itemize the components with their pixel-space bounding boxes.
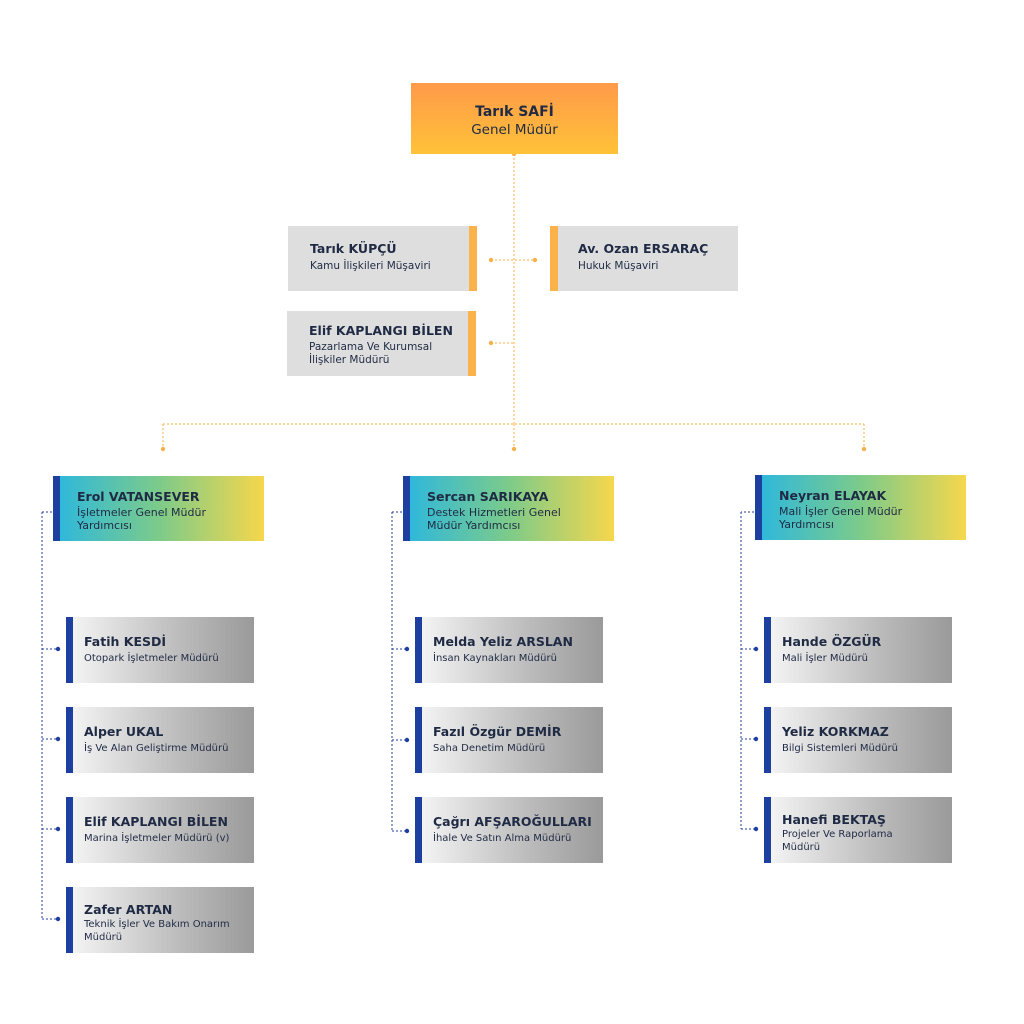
advisor-name: Elif KAPLANGI BİLEN: [309, 323, 453, 338]
accent-bar: [66, 797, 73, 863]
manager-box: Melda Yeliz ARSLAN İnsan Kaynakları Müdü…: [415, 617, 603, 683]
advisor-role: Hukuk Müşaviri: [578, 260, 659, 272]
manager-box: Hanefi BEKTAŞ Projeler Ve Raporlama Müdü…: [764, 797, 952, 863]
manager-role: Mali İşler Müdürü: [782, 653, 868, 664]
accent-bar: [415, 617, 422, 683]
accent-bar: [755, 475, 762, 540]
manager-box: Hande ÖZGÜR Mali İşler Müdürü: [764, 617, 952, 683]
advisor-box-legal: Av. Ozan ERSARAÇ Hukuk Müşaviri: [550, 226, 738, 291]
deputy-box-finance: Neyran ELAYAK Mali İşler Genel Müdür Yar…: [755, 475, 966, 540]
deputy-box-operations: Erol VATANSEVER İşletmeler Genel Müdür Y…: [53, 476, 264, 541]
deputy-name: Neyran ELAYAK: [779, 488, 887, 503]
manager-box: Alper UKAL İş Ve Alan Geliştirme Müdürü: [66, 707, 254, 773]
accent-bar: [469, 226, 477, 291]
manager-name: Yeliz KORKMAZ: [782, 724, 889, 739]
deputy-name: Sercan SARIKAYA: [427, 489, 549, 504]
manager-role: İş Ve Alan Geliştirme Müdürü: [84, 743, 229, 754]
accent-bar: [66, 887, 73, 953]
ceo-role: Genel Müdür: [471, 122, 558, 138]
accent-bar: [550, 226, 558, 291]
deputy-box-support: Sercan SARIKAYA Destek Hizmetleri Genel …: [403, 476, 614, 541]
ceo-name: Tarık SAFİ: [475, 104, 554, 120]
accent-bar: [764, 617, 771, 683]
manager-role: Bilgi Sistemleri Müdürü: [782, 743, 898, 754]
accent-bar: [764, 797, 771, 863]
accent-bar: [53, 476, 60, 541]
manager-name: Elif KAPLANGI BİLEN: [84, 814, 228, 829]
manager-box: Çağrı AFŞAROĞULLARI İhale Ve Satın Alma …: [415, 797, 603, 863]
advisor-role: Pazarlama Ve Kurumsal İlişkiler Müdürü: [309, 341, 433, 366]
manager-role: Saha Denetim Müdürü: [433, 743, 546, 754]
deputy-role: Mali İşler Genel Müdür Yardımcısı: [779, 505, 903, 531]
manager-box: Elif KAPLANGI BİLEN Marina İşletmeler Mü…: [66, 797, 254, 863]
manager-role: İnsan Kaynakları Müdürü: [433, 653, 557, 664]
deputy-role: İşletmeler Genel Müdür Yardımcısı: [77, 506, 206, 532]
advisor-box-marketing: Elif KAPLANGI BİLEN Pazarlama Ve Kurumsa…: [287, 311, 476, 376]
advisor-box-public-relations: Tarık KÜPÇÜ Kamu İlişkileri Müşaviri: [288, 226, 477, 291]
advisor-name: Tarık KÜPÇÜ: [310, 241, 397, 256]
manager-role: Marina İşletmeler Müdürü (v): [84, 833, 230, 844]
accent-bar: [415, 797, 422, 863]
manager-box: Yeliz KORKMAZ Bilgi Sistemleri Müdürü: [764, 707, 952, 773]
accent-bar: [66, 617, 73, 683]
manager-role: İhale Ve Satın Alma Müdürü: [433, 833, 572, 844]
accent-bar: [66, 707, 73, 773]
manager-name: Melda Yeliz ARSLAN: [433, 634, 573, 649]
manager-box: Zafer ARTAN Teknik İşler Ve Bakım Onarım…: [66, 887, 254, 953]
ceo-box: Tarık SAFİ Genel Müdür: [411, 83, 618, 154]
manager-name: Hande ÖZGÜR: [782, 634, 882, 649]
accent-bar: [415, 707, 422, 773]
deputy-role: Destek Hizmetleri Genel Müdür Yardımcısı: [427, 506, 561, 532]
accent-bar: [403, 476, 410, 541]
manager-role: Projeler Ve Raporlama Müdürü: [782, 829, 893, 853]
manager-box: Fazıl Özgür DEMİR Saha Denetim Müdürü: [415, 707, 603, 773]
manager-role: Teknik İşler Ve Bakım Onarım Müdürü: [84, 919, 230, 943]
accent-bar: [468, 311, 476, 376]
manager-name: Zafer ARTAN: [84, 902, 173, 917]
manager-name: Fatih KESDİ: [84, 634, 167, 649]
manager-name: Hanefi BEKTAŞ: [782, 812, 886, 827]
manager-name: Alper UKAL: [84, 724, 164, 739]
manager-role: Otopark İşletmeler Müdürü: [84, 653, 219, 664]
advisor-role: Kamu İlişkileri Müşaviri: [310, 260, 431, 272]
manager-box: Fatih KESDİ Otopark İşletmeler Müdürü: [66, 617, 254, 683]
manager-name: Fazıl Özgür DEMİR: [433, 724, 562, 739]
manager-name: Çağrı AFŞAROĞULLARI: [433, 814, 592, 829]
accent-bar: [764, 707, 771, 773]
deputy-name: Erol VATANSEVER: [77, 489, 200, 504]
advisor-name: Av. Ozan ERSARAÇ: [578, 241, 709, 256]
